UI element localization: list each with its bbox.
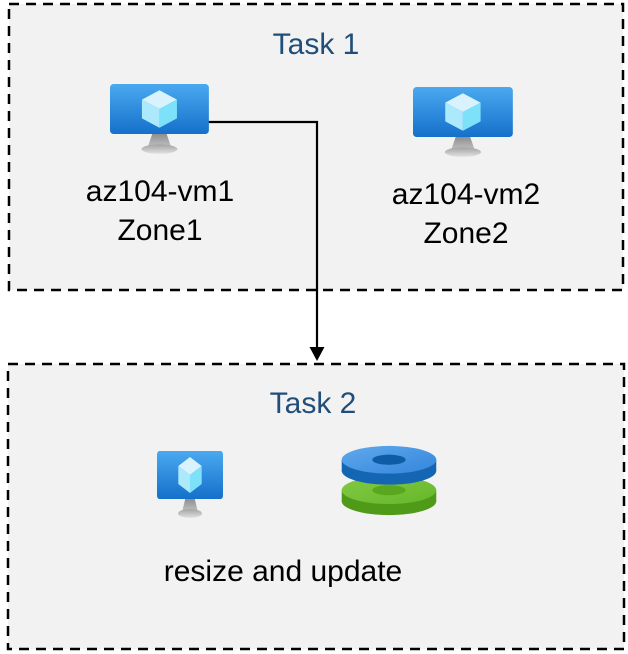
vm1-zone: Zone1 xyxy=(117,214,203,247)
task2-title: Task 2 xyxy=(269,387,357,420)
task2-box xyxy=(6,362,626,651)
connector-arrow-line xyxy=(207,120,319,348)
vm1-label: az104-vm1 Zone1 xyxy=(60,172,260,250)
connector-arrowhead-icon xyxy=(309,347,325,361)
task2-caption: resize and update xyxy=(163,555,403,588)
task1-title: Task 1 xyxy=(272,28,360,61)
vm1-name: az104-vm1 xyxy=(85,175,235,208)
vm2-zone: Zone2 xyxy=(423,217,509,250)
vm2-label: az104-vm2 Zone2 xyxy=(366,175,566,253)
vm2-name: az104-vm2 xyxy=(391,178,541,211)
task2-managed-disks-icon xyxy=(341,445,437,516)
